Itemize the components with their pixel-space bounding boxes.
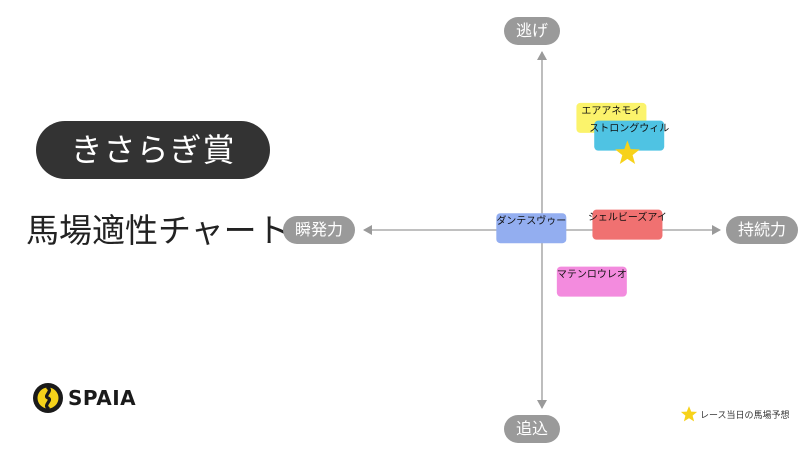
- star-icon: [680, 406, 698, 422]
- data-point-label: シェルビーズアイ: [588, 211, 667, 224]
- race-title-badge: きさらぎ賞: [36, 121, 270, 179]
- data-point-box: [594, 120, 665, 151]
- data-point: シェルビーズアイ: [588, 209, 667, 240]
- data-point: ストロングウィル: [589, 120, 669, 151]
- race-title: きさらぎ賞: [70, 131, 236, 169]
- axis-label-right: 持続力: [726, 216, 799, 244]
- track-forecast-star-icon: [615, 140, 640, 164]
- brand-name: SPAIA: [68, 386, 137, 410]
- data-point-label: ストロングウィル: [589, 122, 669, 135]
- data-point-label: エアアネモイ: [581, 105, 641, 117]
- axis-label-top: 逃げ: [504, 17, 561, 45]
- data-point-label: ダンテスヴゥー: [496, 214, 566, 227]
- legend-label: レース当日の馬場予想: [700, 410, 790, 421]
- axis-label-bottom: 追込: [504, 415, 561, 443]
- legend: レース当日の馬場予想: [680, 405, 790, 423]
- spaia-logo: SPAIA: [32, 382, 136, 414]
- data-point-box: [496, 213, 567, 244]
- data-point-box: [592, 209, 663, 240]
- axis-label-left: 瞬発力: [283, 216, 356, 244]
- data-point: ダンテスヴゥー: [496, 213, 567, 244]
- spaia-logo-icon: [33, 383, 63, 413]
- data-point-box: [556, 266, 627, 297]
- data-point: マテンロウレオ: [556, 266, 627, 297]
- chart-subtitle: 馬場適性チャート: [26, 211, 290, 250]
- data-point-label: マテンロウレオ: [557, 269, 627, 281]
